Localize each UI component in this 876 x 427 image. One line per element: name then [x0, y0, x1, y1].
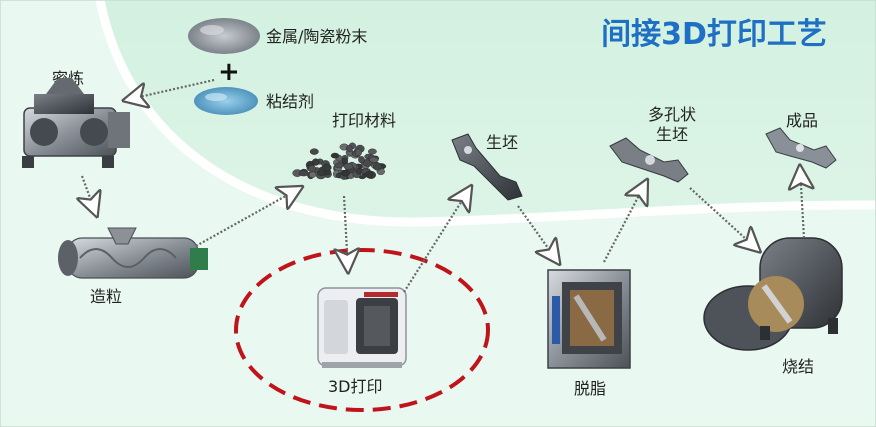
arrow-to-green-part [403, 188, 470, 293]
arrow-to-sintering [689, 187, 758, 250]
green-part-icon [451, 133, 523, 201]
label-powder: 金属/陶瓷粉末 [266, 27, 367, 46]
internal-mixer-icon [22, 78, 130, 168]
arrow-to-debinding [517, 205, 558, 262]
highlight-dashed-ellipse [234, 248, 490, 412]
debinding-furnace-icon [547, 269, 631, 369]
label-green-part: 生坯 [486, 133, 518, 152]
label-3d-print: 3D打印 [328, 377, 383, 396]
metal-ceramic-powder-icon [188, 18, 260, 54]
granulator-extruder-icon [58, 227, 208, 279]
label-porous-line2: 生坯 [656, 125, 688, 144]
label-sintering: 烧结 [782, 357, 814, 376]
arrow-to-porous [603, 182, 646, 263]
label-porous-line1: 多孔状 [648, 105, 696, 124]
arrow-to-mixing [126, 78, 215, 100]
white-curve-divider [95, 0, 876, 227]
arrow-to-granulation [82, 175, 96, 214]
binder-icon [194, 87, 258, 115]
process-arrows [82, 78, 804, 293]
plus-sign: + [218, 57, 240, 87]
diagram-title: 间接3D打印工艺 [601, 17, 827, 52]
sintering-furnace-icon [703, 237, 843, 351]
arrow-to-printer [344, 195, 348, 270]
porous-green-part-icon [609, 137, 689, 183]
label-debinding: 脱脂 [574, 379, 606, 398]
3d-printer-icon [317, 287, 407, 368]
label-binder: 粘结剂 [266, 92, 314, 111]
label-granulation: 造粒 [90, 287, 122, 306]
label-print-material: 打印材料 [332, 111, 396, 130]
final-product-icon [765, 127, 837, 169]
print-material-pellets-icon [292, 142, 387, 180]
label-product: 成品 [786, 111, 818, 130]
